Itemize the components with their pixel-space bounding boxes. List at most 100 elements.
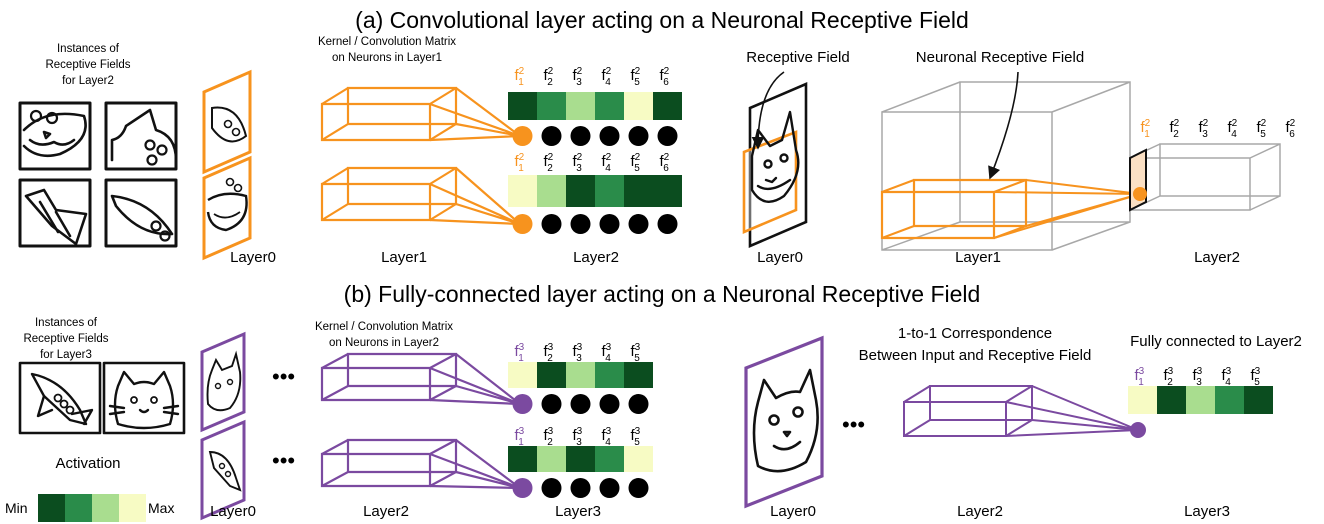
activation-cell <box>595 446 624 472</box>
section-a-row2-neurons <box>512 214 678 234</box>
legend-swatch <box>119 494 146 522</box>
neuron <box>512 478 533 498</box>
receptive-field-rocket <box>200 419 246 521</box>
cat-icon <box>750 110 800 203</box>
activation-cell <box>508 92 537 120</box>
layer-label: Layer2 <box>363 503 409 520</box>
caption-line: Receptive Fields <box>23 333 108 345</box>
activation-cell <box>1128 386 1157 414</box>
activation-cell <box>624 362 653 388</box>
section-a-instances-caption: Instances of Receptive Fields for Layer2 <box>45 43 130 87</box>
neuron <box>599 126 620 146</box>
caption-line: Kernel / Convolution Matrix <box>318 36 456 48</box>
kernel-box <box>320 352 521 406</box>
layer-label: Layer3 <box>1184 503 1230 520</box>
section-b-title: (b) Fully-connected layer acting on a Ne… <box>344 281 981 307</box>
caption-line: on Neurons in Layer1 <box>332 52 442 64</box>
rocket-body-crop-icon <box>104 178 178 248</box>
activation-cell <box>653 175 682 207</box>
activation-cell <box>653 92 682 120</box>
layer-label: Layer2 <box>573 249 619 266</box>
active-neuron <box>1133 187 1147 201</box>
activation-cell <box>624 92 653 120</box>
neuronal-rf-callout: Neuronal Receptive Field <box>916 49 1084 180</box>
activation-cell <box>566 446 595 472</box>
receptive-field-cat <box>202 155 252 261</box>
layer-label: Layer0 <box>757 249 803 266</box>
neuron <box>628 394 649 414</box>
cat-icon <box>102 361 186 435</box>
neuron <box>541 214 562 234</box>
activation-cell <box>537 175 566 207</box>
activation-cell <box>1215 386 1244 414</box>
layer-label: Layer1 <box>381 249 427 266</box>
caption-line: on Neurons in Layer2 <box>329 337 439 349</box>
cat-ear-crop-icon <box>104 101 178 171</box>
section-a-layer0-fields <box>202 69 252 261</box>
caption-line: Between Input and Receptive Field <box>859 347 1092 364</box>
highlighted-feature-slice <box>1129 148 1147 212</box>
legend-swatch <box>65 494 92 522</box>
section-b-layer0-image <box>744 335 824 509</box>
cat-face-crop-icon <box>18 101 92 171</box>
caption-line: Instances of <box>35 317 98 329</box>
neuron <box>628 214 649 234</box>
section-b-row1-activation-bar <box>508 362 653 388</box>
neuron <box>657 126 678 146</box>
caption-line: 1-to-1 Correspondence <box>898 325 1052 342</box>
activation-cell <box>1157 386 1186 414</box>
section-a-layer-labels: Layer0 Layer1 Layer2 Layer0 Layer1 Layer… <box>230 249 1240 266</box>
activation-cell <box>508 175 537 207</box>
caption-line: Instances of <box>57 43 120 55</box>
receptive-field-rocket <box>202 69 252 175</box>
legend-max-label: Max <box>148 500 174 516</box>
neuron <box>512 126 533 146</box>
section-b-right-activation-bar <box>1128 386 1273 414</box>
correspondence-caption: 1-to-1 Correspondence Between Input and … <box>859 325 1092 364</box>
activation-cell <box>1186 386 1215 414</box>
legend-swatch <box>92 494 119 522</box>
section-b-layer-labels: Layer0 Layer2 Layer3 Layer0 Layer2 Layer… <box>210 503 1230 520</box>
rocket-icon <box>18 361 102 435</box>
layer-label: Layer2 <box>957 503 1003 520</box>
section-a-layer0-image <box>742 82 808 248</box>
activation-cell <box>566 92 595 120</box>
neuron <box>570 126 591 146</box>
kernel-box <box>320 166 521 226</box>
section-a-layer1-volume <box>880 81 1141 251</box>
neuron <box>541 478 562 498</box>
section-b-layer2-kernel <box>903 385 1146 438</box>
neuron <box>570 478 591 498</box>
section-a-kernels <box>320 86 521 226</box>
activation-cell <box>624 446 653 472</box>
section-a-row1-activation-bar <box>508 92 682 120</box>
section-b-layer0-fields <box>200 331 246 521</box>
activation-legend: Activation Min Max <box>5 455 174 522</box>
activation-cell <box>508 362 537 388</box>
section-a-kernel-caption: Kernel / Convolution Matrix on Neurons i… <box>318 36 456 64</box>
section-b-row2-neurons <box>512 478 649 498</box>
